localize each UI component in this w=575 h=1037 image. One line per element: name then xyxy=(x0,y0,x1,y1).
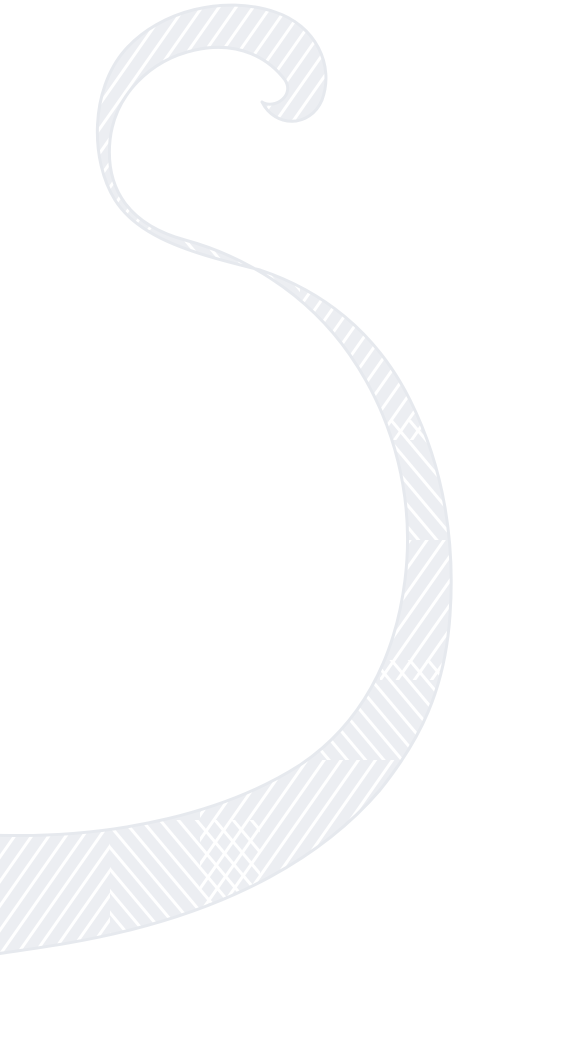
background-canvas xyxy=(0,3,453,956)
spiral-koru-motif-icon xyxy=(0,3,453,956)
